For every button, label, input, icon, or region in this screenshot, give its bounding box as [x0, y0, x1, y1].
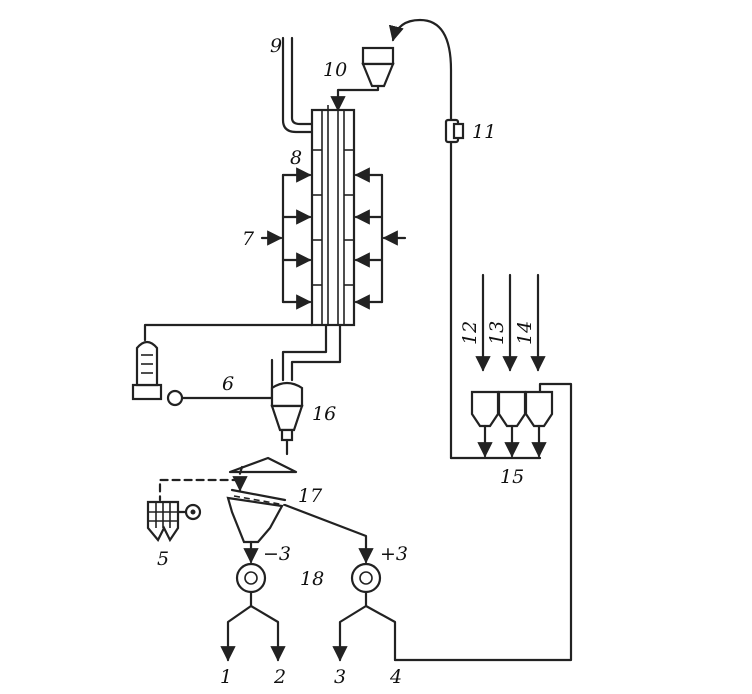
label-2: 2: [273, 666, 286, 688]
cyclone-16: [270, 381, 304, 442]
mill-plus3: [332, 562, 397, 662]
label-5: 5: [157, 548, 169, 570]
heater-manifold-right: [354, 167, 407, 310]
label-9: 9: [270, 35, 282, 57]
label-plus3: +3: [380, 543, 408, 565]
label-13: 13: [486, 321, 508, 345]
heater-manifold-left: [260, 167, 312, 310]
label-1: 1: [220, 666, 232, 688]
dust-line: [158, 438, 298, 502]
recycle-4-line: [393, 382, 573, 662]
feed-arrows: [475, 273, 546, 372]
label-4: 4: [389, 666, 402, 688]
feed-pipe-9: [281, 36, 314, 134]
label-14: 14: [514, 321, 536, 345]
label-17: 17: [298, 485, 323, 507]
label-6: 6: [222, 373, 234, 395]
feeder-11: [444, 118, 465, 144]
label-11: 11: [472, 121, 496, 143]
recycle-line: [388, 18, 453, 460]
label-12: 12: [459, 321, 481, 345]
outlet-duct: [281, 323, 342, 382]
label-16: 16: [312, 403, 336, 425]
dosing-hoppers-15: [449, 390, 554, 460]
label-8: 8: [290, 147, 302, 169]
label-7: 7: [242, 228, 255, 250]
mill-minus3: [220, 562, 286, 662]
label-minus3: −3: [263, 543, 291, 565]
label-10: 10: [323, 59, 347, 81]
reactor-8: [310, 105, 356, 327]
label-15: 15: [500, 466, 524, 488]
bag-filter-5: [146, 500, 202, 543]
label-18: 18: [300, 568, 324, 590]
blower: [131, 340, 184, 407]
label-3: 3: [334, 666, 346, 688]
hopper-10: [330, 46, 395, 112]
screen-17: [226, 488, 374, 564]
